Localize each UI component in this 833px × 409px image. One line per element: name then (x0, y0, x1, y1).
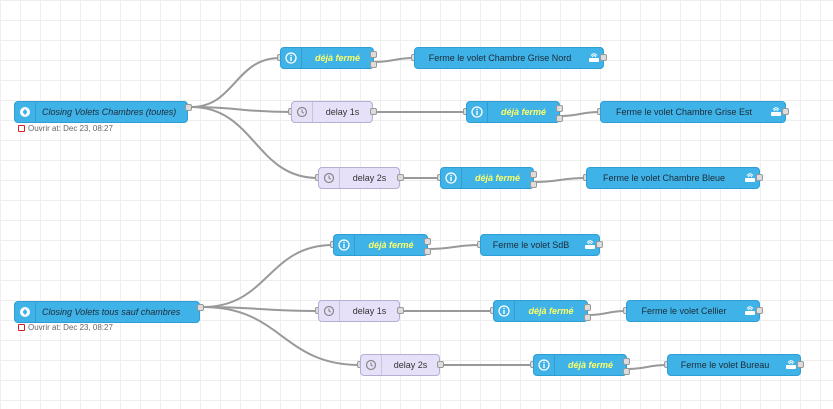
node-status: Ouvrir at: Dec 23, 08:27 (18, 323, 113, 332)
switch-label: déjà fermé (368, 240, 414, 250)
timer-icon (319, 168, 340, 188)
status-text: Ouvrir at: Dec 23, 08:27 (28, 124, 113, 133)
info-icon (534, 355, 555, 375)
info-icon (281, 48, 302, 68)
timer-icon (319, 301, 340, 321)
router-icon (585, 48, 603, 68)
timer-icon (361, 355, 382, 375)
output-port[interactable] (530, 171, 537, 178)
switch-label: déjà fermé (314, 53, 361, 63)
action-node[interactable]: Ferme le volet Chambre Bleue (586, 167, 760, 189)
action-label: Ferme le volet Chambre Grise Est (615, 107, 753, 117)
output-port[interactable] (556, 105, 563, 112)
output-port[interactable] (623, 368, 630, 375)
inject-node[interactable]: Closing Volets tous sauf chambres (14, 301, 200, 323)
switch-node[interactable]: déjà fermé (466, 101, 560, 123)
output-port[interactable] (185, 104, 192, 111)
delay-node[interactable]: delay 1s (291, 101, 373, 123)
delay-label: delay 1s (352, 306, 387, 316)
node-status: Ouvrir at: Dec 23, 08:27 (18, 124, 113, 133)
delay-label: delay 2s (352, 173, 387, 183)
output-port[interactable] (600, 54, 607, 61)
inject-icon (15, 102, 36, 122)
output-port[interactable] (424, 238, 431, 245)
action-label: Ferme le volet Bureau (680, 360, 770, 370)
router-icon (741, 301, 759, 321)
output-port[interactable] (370, 61, 377, 68)
wire[interactable] (190, 57, 281, 108)
wire[interactable] (559, 111, 601, 117)
action-label: Ferme le volet Cellier (641, 306, 727, 316)
router-icon (767, 102, 785, 122)
switch-label: déjà fermé (500, 107, 547, 117)
action-node[interactable]: Ferme le volet SdB (480, 234, 600, 256)
switch-node[interactable]: déjà fermé (280, 47, 374, 69)
output-port[interactable] (756, 174, 763, 181)
output-port[interactable] (424, 248, 431, 255)
switch-node[interactable]: déjà fermé (493, 300, 588, 322)
router-icon (782, 355, 800, 375)
wire[interactable] (427, 244, 481, 250)
output-port[interactable] (530, 181, 537, 188)
action-node[interactable]: Ferme le volet Bureau (667, 354, 801, 376)
switch-node[interactable]: déjà fermé (333, 234, 428, 256)
info-icon (467, 102, 488, 122)
inject-icon (15, 302, 36, 322)
status-text: Ouvrir at: Dec 23, 08:27 (28, 323, 113, 332)
output-port[interactable] (782, 108, 789, 115)
wire[interactable] (190, 106, 319, 179)
inject-label: Closing Volets Chambres (toutes) (42, 107, 177, 117)
action-label: Ferme le volet Chambre Grise Nord (428, 53, 572, 63)
output-port[interactable] (397, 307, 404, 314)
switch-node[interactable]: déjà fermé (533, 354, 627, 376)
switch-label: déjà fermé (528, 306, 574, 316)
output-port[interactable] (397, 174, 404, 181)
action-label: Ferme le volet SdB (492, 240, 570, 250)
output-port[interactable] (370, 108, 377, 115)
output-port[interactable] (797, 361, 804, 368)
output-port[interactable] (370, 51, 377, 58)
delay-label: delay 2s (393, 360, 428, 370)
wire[interactable] (202, 306, 361, 366)
timer-icon (292, 102, 313, 122)
router-icon (581, 235, 599, 255)
inject-label: Closing Volets tous sauf chambres (42, 307, 181, 317)
status-indicator (18, 324, 25, 331)
wire[interactable] (587, 310, 627, 316)
output-port[interactable] (756, 307, 763, 314)
action-node[interactable]: Ferme le volet Cellier (626, 300, 760, 322)
info-icon (494, 301, 515, 321)
delay-label: delay 1s (325, 107, 360, 117)
wire[interactable] (533, 177, 587, 183)
switch-node[interactable]: déjà fermé (440, 167, 534, 189)
wire[interactable] (190, 106, 292, 113)
wire[interactable] (202, 244, 334, 308)
output-port[interactable] (623, 358, 630, 365)
output-port[interactable] (584, 314, 591, 321)
info-icon (441, 168, 462, 188)
switch-label: déjà fermé (567, 360, 614, 370)
switch-label: déjà fermé (474, 173, 521, 183)
output-port[interactable] (556, 115, 563, 122)
info-icon (334, 235, 355, 255)
inject-node[interactable]: Closing Volets Chambres (toutes) (14, 101, 188, 123)
wire[interactable] (373, 57, 415, 63)
output-port[interactable] (596, 241, 603, 248)
action-node[interactable]: Ferme le volet Chambre Grise Nord (414, 47, 604, 69)
delay-node[interactable]: delay 1s (318, 300, 400, 322)
output-port[interactable] (584, 304, 591, 311)
delay-node[interactable]: delay 2s (318, 167, 400, 189)
action-label: Ferme le volet Chambre Bleue (602, 173, 726, 183)
delay-node[interactable]: delay 2s (360, 354, 440, 376)
action-node[interactable]: Ferme le volet Chambre Grise Est (600, 101, 786, 123)
router-icon (741, 168, 759, 188)
wire[interactable] (626, 364, 668, 370)
output-port[interactable] (197, 304, 204, 311)
status-indicator (18, 125, 25, 132)
output-port[interactable] (437, 361, 444, 368)
